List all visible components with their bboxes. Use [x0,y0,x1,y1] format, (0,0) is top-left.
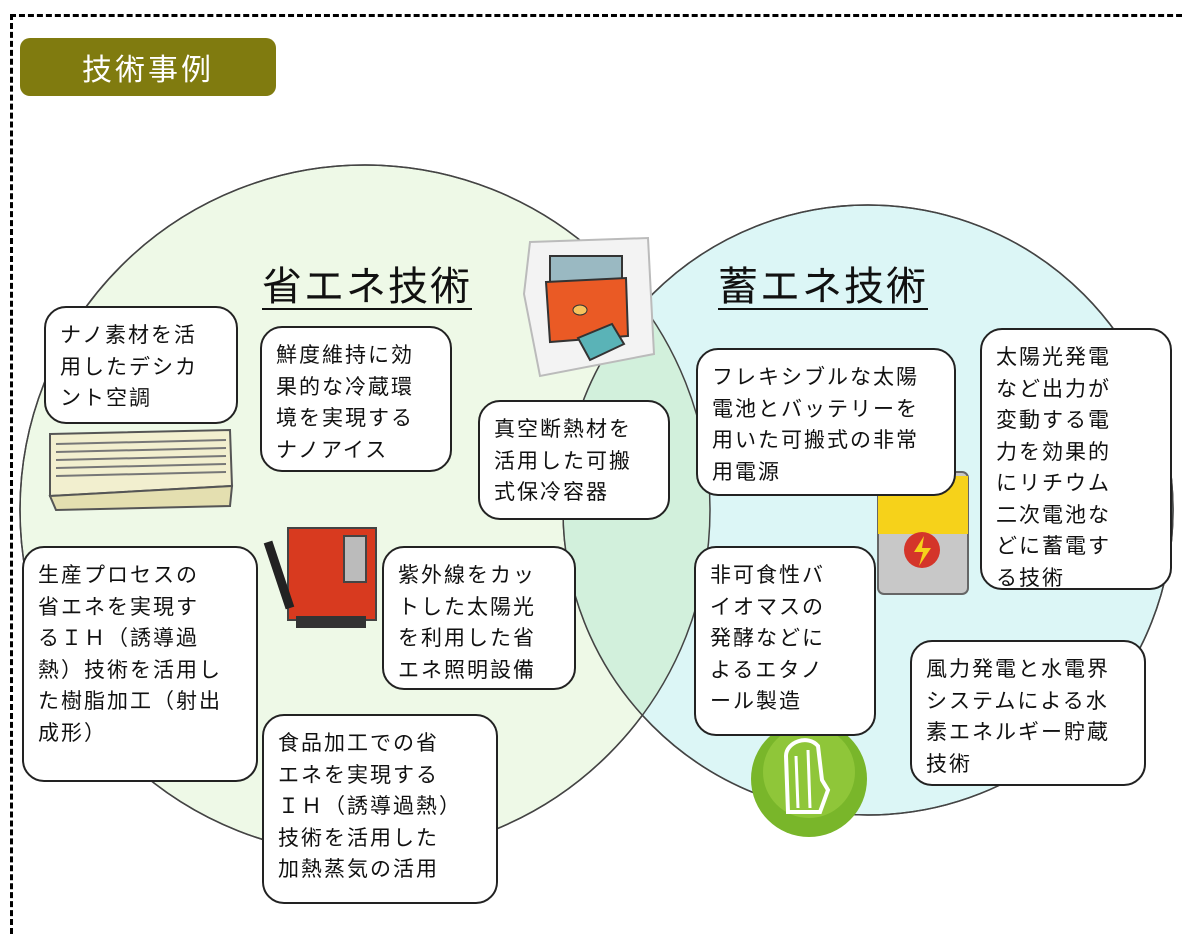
box-nano-ice: 鮮度維持に効 果的な冷蔵環 境を実現する ナノアイス [260,326,452,472]
cooler-box-icon [522,236,656,378]
dashed-frame [10,14,1182,934]
box-vacuum-cooler: 真空断熱材を 活用した可搬 式保冷容器 [478,400,670,520]
section-tag: 技術事例 [20,38,276,96]
air-conditioner-icon [48,428,234,512]
box-lithium-storage: 太陽光発電 など出力が 変動する電 力を効果的 にリチウム 二次電池な どに蓄電… [980,328,1172,590]
box-food-ih: 食品加工での省 エネを実現する ＩＨ（誘導過熱） 技術を活用した 加熱蒸気の活用 [262,714,498,904]
box-uv-lighting: 紫外線をカッ トした太陽光 を利用した省 エネ照明設備 [382,546,576,690]
biomass-leaf-icon [751,721,867,837]
ih-machine-icon [263,527,377,628]
box-flexible-solar: フレキシブルな太陽 電池とバッテリーを 用いた可搬式の非常 用電源 [696,348,956,496]
left-circle-title: 省エネ技術 [262,264,472,310]
box-ih-resin: 生産プロセスの 省エネを実現す るＩＨ（誘導過 熱）技術を活用し た樹脂加工（射… [22,546,258,782]
section-tag-label: 技術事例 [82,53,214,88]
right-circle-title: 蓄エネ技術 [718,264,928,310]
box-biomass-ethanol: 非可食性バ イオマスの 発酵などに よるエタノ ール製造 [694,546,876,736]
box-hydrogen-storage: 風力発電と水電界 システムによる水 素エネルギー貯蔵 技術 [910,640,1146,786]
box-nano-desiccant: ナノ素材を活 用したデシカ ント空調 [44,306,238,424]
